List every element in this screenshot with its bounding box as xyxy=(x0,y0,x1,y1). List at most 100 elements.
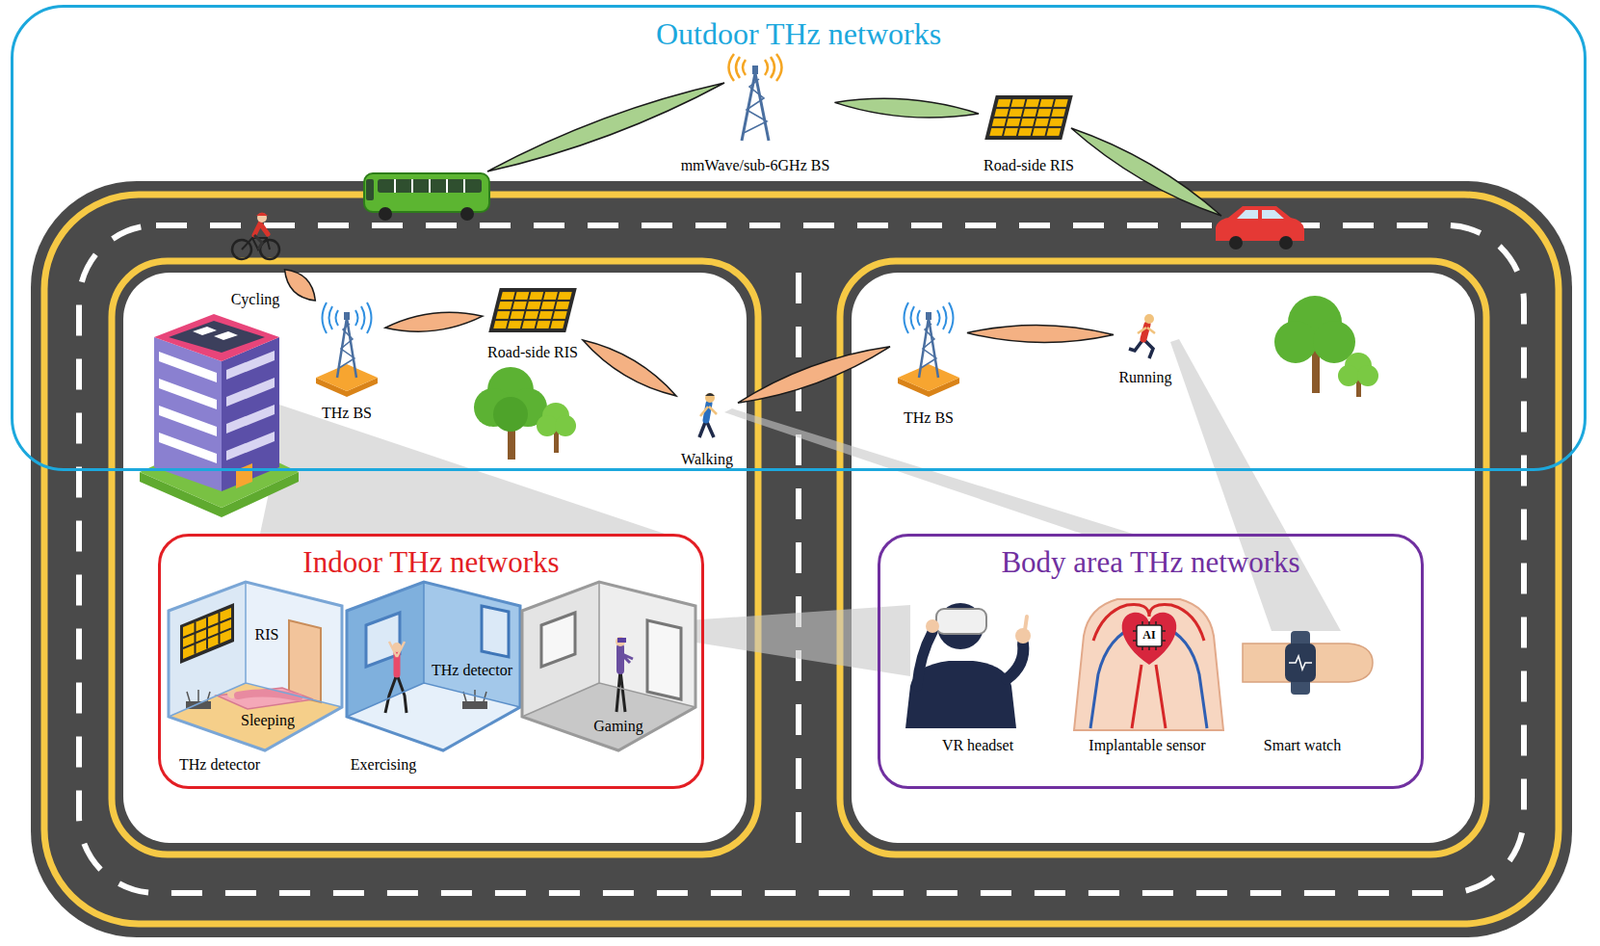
building xyxy=(139,314,299,518)
callout-cone-part xyxy=(260,404,665,534)
bus-part xyxy=(460,207,474,221)
car-part xyxy=(1229,236,1243,250)
building-part xyxy=(168,320,265,353)
game-room-part xyxy=(616,670,626,712)
beam-connector xyxy=(385,312,483,332)
scene-label: Implantable sensor xyxy=(1088,735,1206,755)
device-node: THz BS xyxy=(308,300,386,422)
tree-part xyxy=(536,415,558,437)
watch-arm-part xyxy=(1288,655,1312,670)
running-figure xyxy=(1128,314,1155,359)
bus-part xyxy=(377,179,482,193)
building-part xyxy=(236,463,253,489)
bus xyxy=(364,173,490,221)
scene-label: THz detector xyxy=(179,755,261,774)
beam-part xyxy=(1071,128,1222,216)
device-node: Walking xyxy=(676,390,738,469)
mmwave-tower-part xyxy=(729,53,783,81)
building-part xyxy=(221,337,280,492)
road-part xyxy=(30,181,1573,938)
mmwave-tower-part xyxy=(741,73,769,141)
beam-connector xyxy=(967,325,1114,343)
region-title: Indoor THz networks xyxy=(302,544,559,580)
game-room-part xyxy=(620,653,633,663)
watch-arm-part xyxy=(1242,643,1373,682)
callout-cone-part xyxy=(724,408,1133,534)
building-part xyxy=(158,405,217,437)
vr-user-part xyxy=(925,619,940,633)
thz-bs-symbol xyxy=(897,302,960,397)
beam-connector xyxy=(835,98,980,118)
tree-part xyxy=(554,415,577,437)
device-node: THz BS xyxy=(890,300,968,427)
bedroom-part xyxy=(288,620,321,703)
road xyxy=(30,181,1573,938)
cyclist-figure-part xyxy=(257,212,267,223)
bedroom-part xyxy=(180,603,235,664)
exercise-room xyxy=(346,581,521,751)
building-part xyxy=(158,432,217,464)
bus-part xyxy=(364,173,490,212)
tree-part xyxy=(493,396,528,432)
walking-figure-part xyxy=(706,403,709,420)
game-room-part xyxy=(522,581,696,717)
tree xyxy=(473,295,1379,460)
scene-label: THz detector xyxy=(431,660,513,680)
callout-cone-part xyxy=(1170,339,1341,631)
implant-body-part xyxy=(1136,625,1162,647)
device-node: Road-side RIS xyxy=(482,285,583,362)
car xyxy=(1215,206,1305,250)
bedroom xyxy=(168,581,342,751)
scene-label: Gaming xyxy=(593,716,644,735)
bus-part xyxy=(366,179,374,201)
beam xyxy=(487,82,1222,216)
exercise-room-part xyxy=(346,581,521,751)
vr-user-part xyxy=(1015,628,1031,644)
building-part xyxy=(226,377,275,407)
device-label: THz BS xyxy=(321,403,372,422)
cyclist-figure-part xyxy=(254,223,268,236)
mmwave-tower-part xyxy=(752,65,759,75)
implant-body-part xyxy=(1074,599,1224,731)
road-part xyxy=(111,261,759,855)
running-figure-part xyxy=(1144,314,1155,324)
ris-panel xyxy=(984,95,1073,140)
tree-part xyxy=(1337,365,1360,387)
bedroom-part xyxy=(216,687,314,709)
scene-label: Smart watch xyxy=(1263,735,1341,755)
building-part xyxy=(154,314,280,362)
game-room-part xyxy=(616,647,625,671)
building-part xyxy=(158,351,217,383)
device-node: mmWave/sub-6GHz BS xyxy=(676,50,836,175)
building-part xyxy=(154,337,222,492)
exercise-room-part xyxy=(392,642,402,653)
ris-panel xyxy=(488,288,577,333)
car-part xyxy=(1279,236,1293,250)
bus-part xyxy=(394,179,465,193)
road-part xyxy=(851,272,1475,843)
game-room xyxy=(522,581,696,751)
game-room-part xyxy=(615,636,626,647)
cyclist-figure xyxy=(232,212,280,261)
bedroom-part xyxy=(183,612,232,655)
car-part xyxy=(1236,209,1285,219)
bedroom-part xyxy=(183,607,232,659)
game-room-part xyxy=(647,620,682,700)
scene-label: VR headset xyxy=(942,735,1014,755)
scene-label: Exercising xyxy=(350,755,417,774)
tree-part xyxy=(1357,365,1379,387)
game-room-part xyxy=(522,581,696,751)
device-label: Cycling xyxy=(231,289,281,309)
building-part xyxy=(226,404,275,434)
device-label: Running xyxy=(1118,367,1172,387)
cyclist-figure-part xyxy=(241,237,270,250)
exercise-room-part xyxy=(462,701,488,709)
building-part xyxy=(192,326,217,336)
cyclist-figure-part xyxy=(254,235,263,250)
building-part xyxy=(226,350,275,380)
thz-bs-symbol xyxy=(315,302,378,397)
device-label: Walking xyxy=(681,449,734,469)
